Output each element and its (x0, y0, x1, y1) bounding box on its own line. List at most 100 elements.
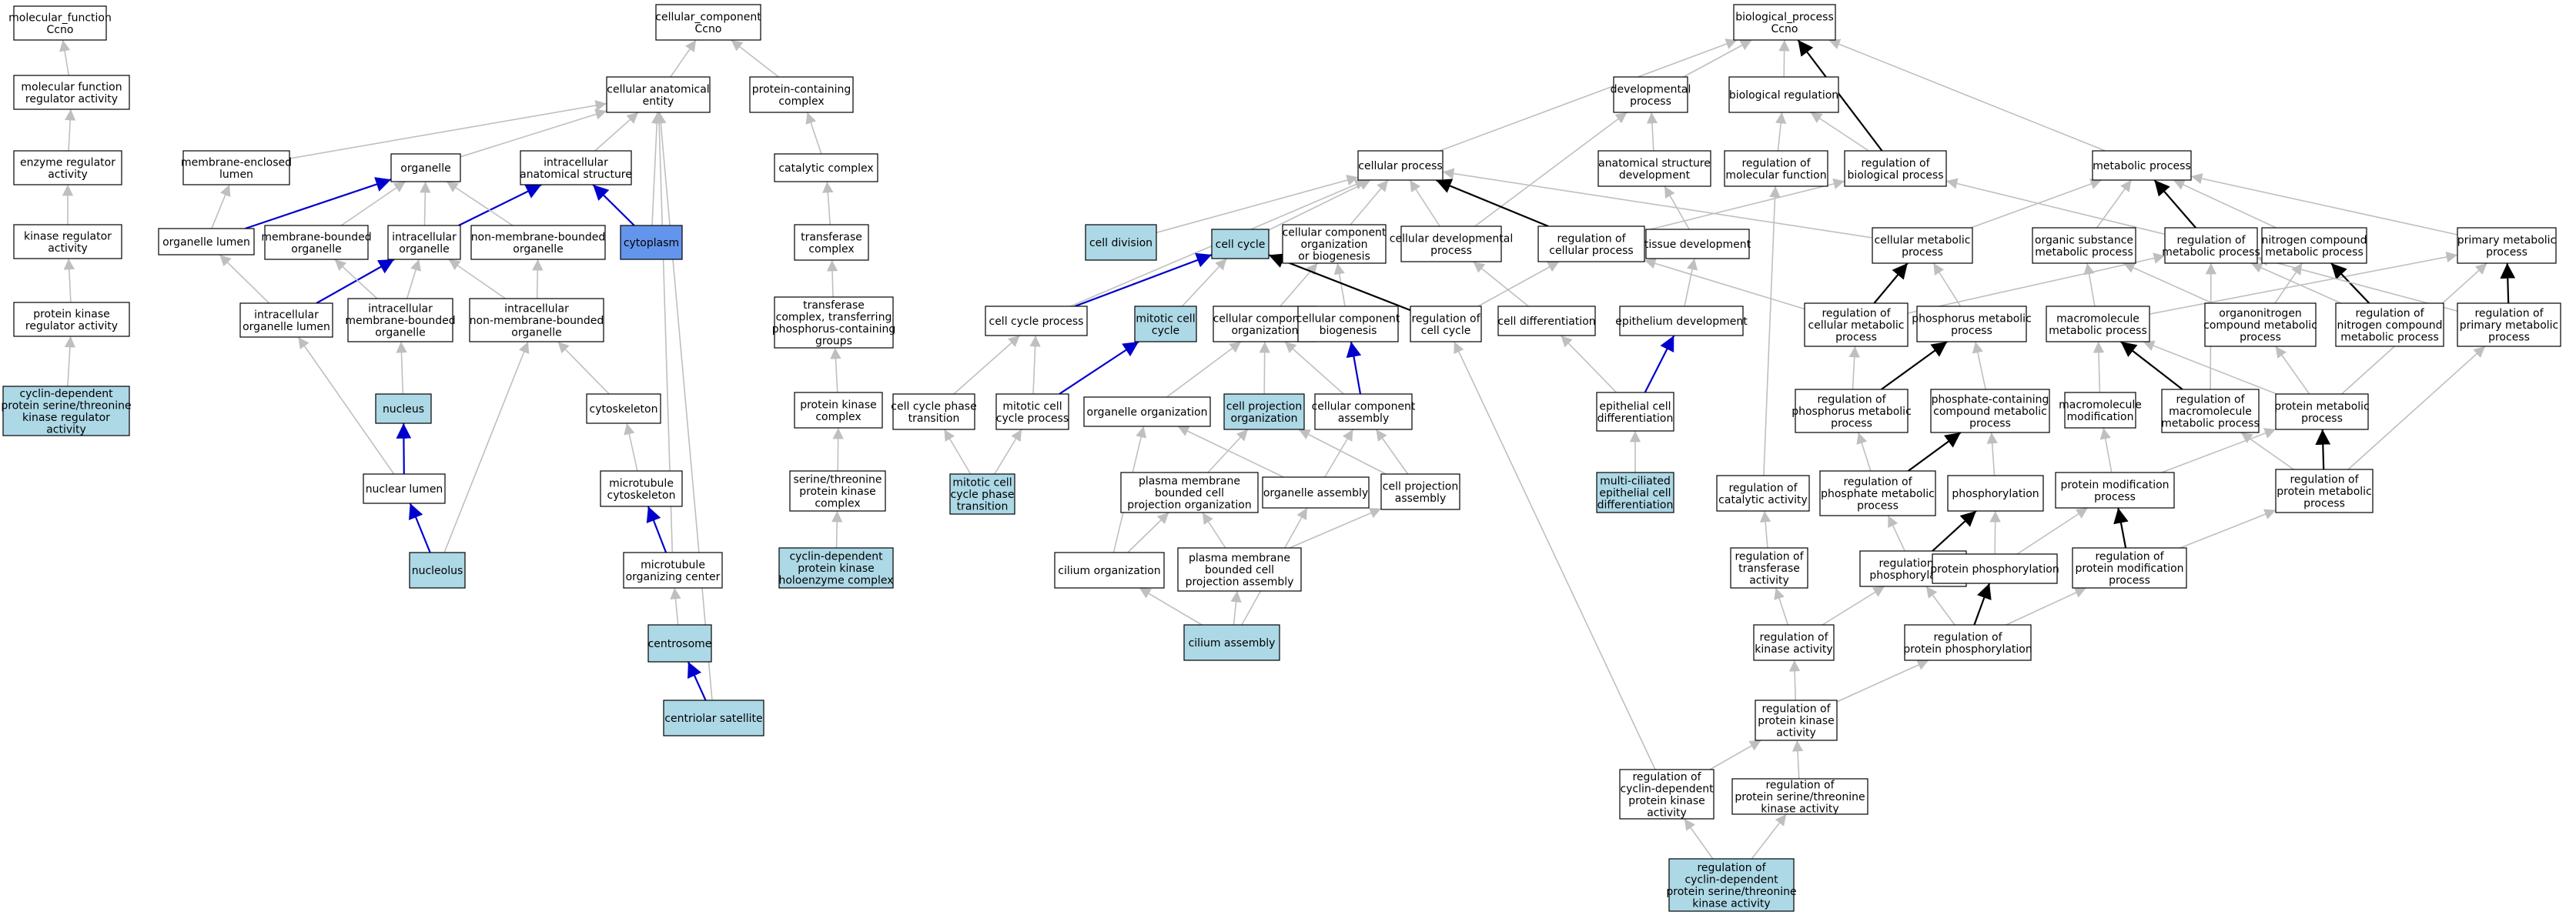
go-node-nucleus[interactable]: nucleus (375, 393, 432, 424)
edge-is-a-catcomp-to-pcc (805, 112, 822, 155)
go-node-cytoskeleton[interactable]: cytoskeleton (586, 393, 661, 424)
go-node-epidev[interactable]: epithelium development (1615, 306, 1748, 336)
go-node-cellproc[interactable]: cellular process (1357, 150, 1444, 181)
go-node-cytoplasm[interactable]: cytoplasm (620, 225, 683, 260)
go-node-box (2, 386, 130, 436)
go-node-centsat[interactable]: centriolar satellite (663, 700, 764, 736)
go-node-celldiff[interactable]: cell differentiation (1497, 306, 1596, 336)
go-node-ccproc[interactable]: cell cycle process (985, 306, 1088, 336)
go-node-nucleolus[interactable]: nucleolus (409, 552, 466, 589)
go-node-cilorg[interactable]: cilium organization (1054, 552, 1165, 589)
go-node-celldiv[interactable]: cell division (1085, 224, 1157, 261)
go-node-cilasm[interactable]: cilium assembly (1183, 624, 1280, 661)
go-node-protphos[interactable]: protein phosphorylation (1930, 553, 2059, 584)
go-node-nuc-lumen[interactable]: nuclear lumen (363, 473, 446, 504)
go-node-orgasm[interactable]: organelle assembly (1262, 476, 1370, 509)
go-node-metproc[interactable]: metabolic process (2092, 150, 2192, 181)
go-node-cellcycle[interactable]: cell cycle (1211, 229, 1270, 259)
go-node-orgorg[interactable]: organelle organization (1083, 396, 1211, 427)
go-node-organelle[interactable]: organelle (390, 153, 461, 182)
go-node-org-lumen[interactable]: organelle lumen (158, 228, 255, 255)
go-node-tissdev[interactable]: tissue development (1644, 229, 1751, 259)
go-node-catcomp[interactable]: catalytic complex (774, 153, 878, 182)
go-node-phos[interactable]: phosphorylation (1947, 475, 2044, 512)
go-node-centrosome[interactable]: centrosome (647, 624, 712, 663)
go-node-bioreg[interactable]: biological regulation (1728, 76, 1839, 113)
